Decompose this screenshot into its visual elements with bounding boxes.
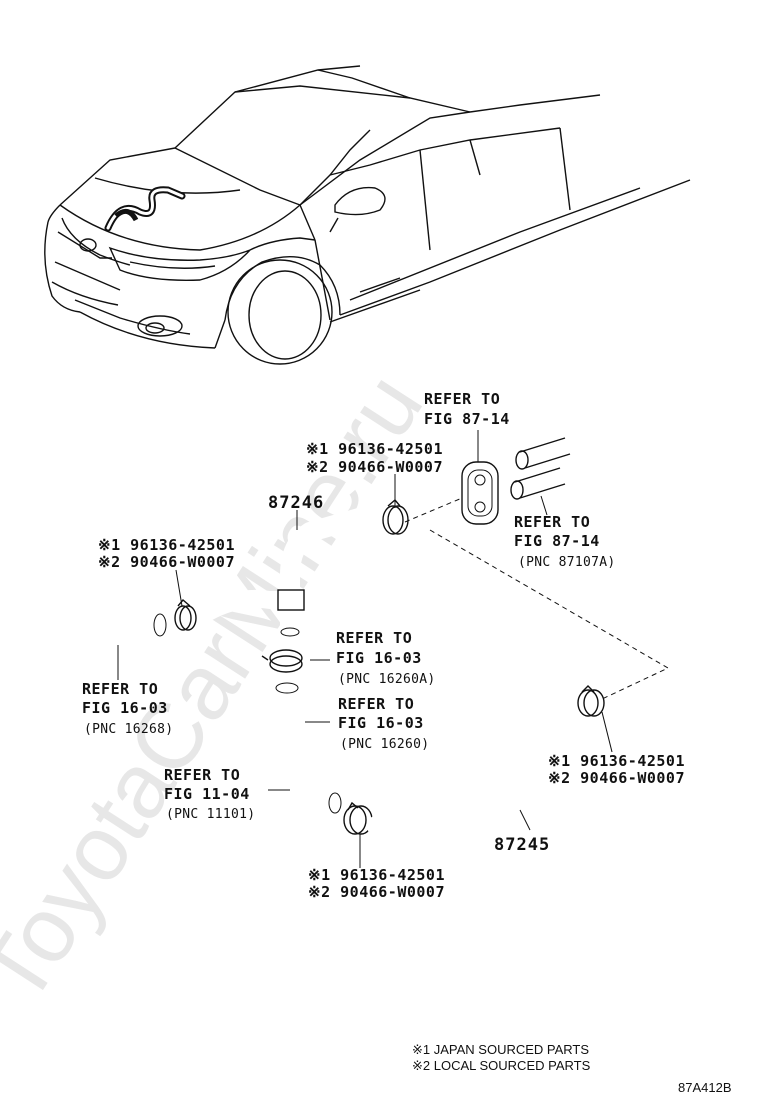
label-line: REFER TO [514, 513, 590, 531]
hose-location-marker [104, 186, 186, 232]
legend-note-local: ※2 LOCAL SOURCED PARTS [412, 1058, 591, 1073]
label-clamp-left: ※1 96136-42501 ※2 90466-W0007 [98, 536, 235, 571]
label-line: FIG 16-03 [338, 714, 424, 732]
label-refer-16-03-c: REFER TO FIG 16-03 (PNC 16268) [82, 680, 173, 737]
part-number: ※2 90466-W0007 [308, 883, 445, 901]
engine-pipe-left [91, 613, 167, 649]
hose-clamp-center [261, 649, 303, 673]
label-line: FIG 16-03 [82, 699, 168, 717]
label-line: REFER TO [338, 695, 414, 713]
label-clamp-bottom: ※1 96136-42501 ※2 90466-W0007 [308, 866, 445, 901]
label-line: (PNC 16268) [84, 722, 173, 737]
label-line: (PNC 16260) [340, 737, 429, 752]
part-number: ※2 90466-W0007 [548, 769, 685, 787]
part-number: ※2 90466-W0007 [306, 458, 443, 476]
label-clamp-right: ※1 96136-42501 ※2 90466-W0007 [548, 752, 685, 787]
label-refer-16-03-a: REFER TO FIG 16-03 (PNC 16260A) [336, 629, 436, 687]
heater-pipes [510, 437, 571, 500]
label-refer-11-04: REFER TO FIG 11-04 (PNC 11101) [164, 766, 255, 822]
hose-87246 [199, 502, 390, 640]
label-line: REFER TO [424, 390, 500, 408]
label-clamp-top: ※1 96136-42501 ※2 90466-W0007 [306, 440, 443, 476]
engine-pipe-11101 [282, 770, 342, 814]
label-refer-16-03-b: REFER TO FIG 16-03 (PNC 16260) [338, 695, 429, 752]
leader-lines [117, 430, 613, 868]
legend: ※1 JAPAN SOURCED PARTS ※2 LOCAL SOURCED … [412, 1042, 591, 1073]
label-line: REFER TO [164, 766, 240, 784]
short-hose-16260 [275, 679, 314, 754]
label-refer-87-14-top: REFER TO FIG 87-14 [424, 390, 510, 428]
label-line: FIG 87-14 [514, 532, 600, 550]
connection-line-top [404, 497, 463, 523]
label-refer-87-14-right: REFER TO FIG 87-14 (PNC 87107A) [514, 513, 616, 570]
label-line: (PNC 16260A) [338, 672, 436, 687]
connection-line-right [429, 529, 670, 701]
label-line: REFER TO [82, 680, 158, 698]
legend-note-japan: ※1 JAPAN SOURCED PARTS [412, 1042, 589, 1057]
part-number: ※1 96136-42501 [548, 752, 685, 770]
hose-clamp-right [577, 685, 605, 717]
label-line: (PNC 11101) [166, 807, 255, 822]
hose-87245 [367, 697, 589, 850]
part-number: ※1 96136-42501 [98, 536, 235, 554]
figure-code: 87A412B [678, 1080, 732, 1095]
label-line: FIG 87-14 [424, 410, 510, 428]
part-number: ※2 90466-W0007 [98, 553, 235, 571]
label-line: REFER TO [336, 629, 412, 647]
part-number: ※1 96136-42501 [306, 440, 443, 458]
firewall-grommet [461, 461, 499, 525]
hose-clamp-left [174, 599, 197, 631]
label-line: FIG 11-04 [164, 785, 250, 803]
part-label-87246: 87246 [268, 493, 324, 513]
car-illustration [44, 65, 691, 365]
part-number: ※1 96136-42501 [308, 866, 445, 884]
label-line: FIG 16-03 [336, 649, 422, 667]
label-line: (PNC 87107A) [518, 555, 616, 570]
part-label-87245: 87245 [494, 835, 550, 855]
